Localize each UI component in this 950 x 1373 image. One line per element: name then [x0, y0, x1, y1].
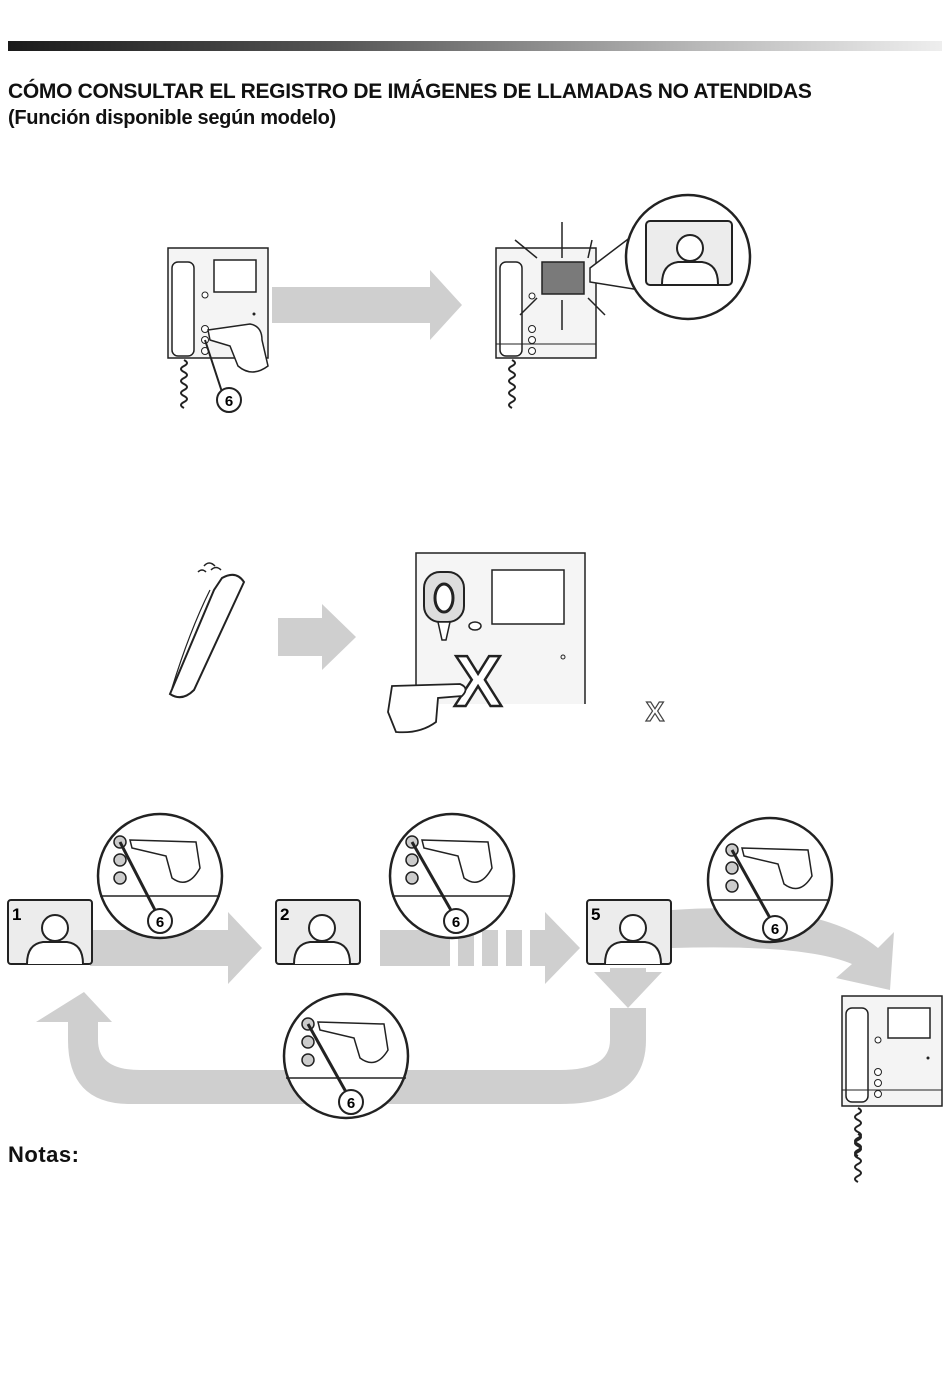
notes-heading: Notas: [8, 1142, 79, 1168]
down-arrow [594, 968, 662, 1008]
button-press-circle: 6 [708, 818, 832, 942]
arrow-right-icon [272, 270, 462, 340]
monitor-icon [496, 222, 605, 358]
svg-text:6: 6 [156, 914, 164, 931]
button-press-circle: 6 [98, 814, 222, 938]
cross-icon: X [646, 696, 665, 727]
svg-text:2: 2 [280, 905, 289, 924]
button-press-circle: 6 [390, 814, 514, 938]
svg-text:6: 6 [347, 1095, 355, 1112]
svg-text:1: 1 [12, 905, 21, 924]
svg-text:6: 6 [452, 914, 460, 931]
handset-cord [855, 1108, 861, 1182]
handset-icon [170, 563, 244, 697]
handset-cord [509, 360, 515, 408]
handset-cord [181, 360, 187, 408]
button-press-circle: 6 [284, 994, 408, 1118]
person-silhouette-icon: 1 [8, 900, 92, 964]
button-6-callout: 6 [217, 388, 241, 412]
svg-text:X: X [646, 696, 665, 727]
person-silhouette-icon: 5 [587, 900, 671, 964]
person-silhouette-icon [646, 221, 732, 285]
monitor-icon [842, 996, 942, 1106]
cross-icon: X [454, 642, 502, 722]
person-silhouette-icon: 2 [276, 900, 360, 964]
svg-text:6: 6 [771, 921, 779, 938]
arrow-right-icon [278, 604, 356, 670]
svg-text:5: 5 [591, 905, 600, 924]
svg-text:X: X [454, 642, 502, 722]
svg-text:6: 6 [225, 393, 233, 410]
